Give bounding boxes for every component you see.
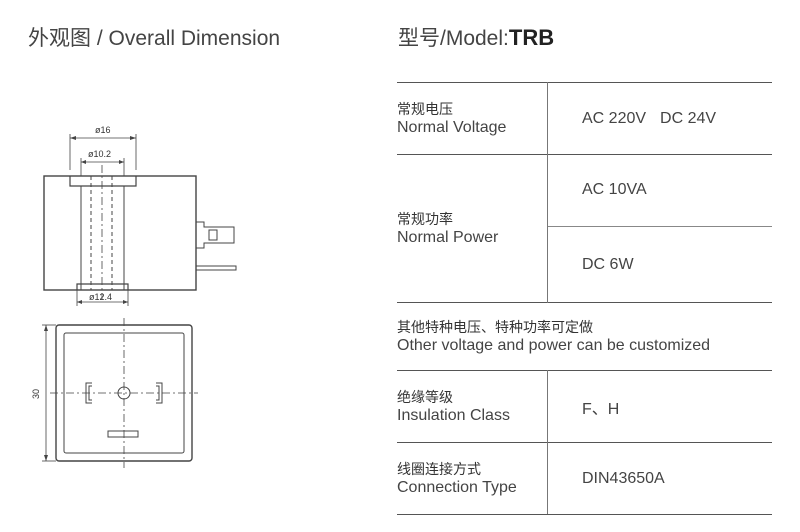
voltage-values: AC 220V DC 24V bbox=[547, 82, 772, 155]
earth-pin bbox=[107, 430, 139, 438]
terminal-tab bbox=[196, 221, 235, 249]
center-hole bbox=[117, 386, 131, 400]
custom-note: 其他特种电压、特种功率可定做 Other voltage and power c… bbox=[397, 302, 772, 371]
power-label-en: Normal Power bbox=[397, 228, 499, 246]
voltage-ac: AC 220V bbox=[582, 109, 647, 127]
model-title-prefix: 型号/Model: bbox=[398, 27, 509, 50]
power-ac-value: AC 10VA bbox=[547, 154, 772, 227]
dim-outer-diameter: ø16 bbox=[95, 125, 111, 135]
model-name: TRB bbox=[508, 25, 555, 50]
custom-note-cn: 其他特种电压、特种功率可定做 bbox=[397, 318, 593, 335]
spec-row-power-dc: DC 6W bbox=[397, 226, 772, 303]
dimension-drawing: ø16 ø10.2 ø12.4 30 bbox=[31, 125, 237, 468]
dim-bottom-diameter: ø12.4 bbox=[89, 292, 112, 302]
spec-row-voltage: 常规电压 Normal Voltage AC 220V DC 24V bbox=[397, 82, 772, 155]
connection-label-en: Connection Type bbox=[397, 478, 517, 496]
wire-lead bbox=[196, 265, 237, 271]
dim-inner-diameter: ø10.2 bbox=[88, 149, 111, 159]
insulation-label: 绝缘等级 Insulation Class bbox=[397, 370, 548, 443]
insulation-label-cn: 绝缘等级 bbox=[397, 388, 453, 405]
spec-table: 常规电压 Normal Voltage AC 220V DC 24V 常规功率 N… bbox=[397, 82, 772, 515]
spec-row-insulation: 绝缘等级 Insulation Class F、H bbox=[397, 370, 772, 443]
coil-side-body bbox=[43, 175, 197, 291]
spec-row-custom: 其他特种电压、特种功率可定做 Other voltage and power c… bbox=[397, 302, 772, 371]
connection-label-cn: 线圈连接方式 bbox=[397, 460, 481, 477]
right-pin bbox=[156, 382, 163, 404]
connection-label: 线圈连接方式 Connection Type bbox=[397, 442, 548, 515]
left-pin bbox=[85, 382, 92, 404]
dim-height: 30 bbox=[31, 389, 41, 399]
power-dc-value: DC 6W bbox=[547, 226, 772, 303]
insulation-value: F、H bbox=[547, 370, 772, 443]
overall-dimension-title: 外观图 / Overall Dimension bbox=[28, 27, 281, 50]
connection-value: DIN43650A bbox=[547, 442, 772, 515]
custom-note-en: Other voltage and power can be customize… bbox=[397, 336, 711, 354]
spec-row-connection: 线圈连接方式 Connection Type DIN43650A bbox=[397, 442, 772, 515]
spec-row-power-ac: 常规功率 Normal Power AC 10VA bbox=[397, 154, 772, 303]
voltage-label-cn: 常规电压 bbox=[397, 100, 453, 117]
voltage-label-en: Normal Voltage bbox=[397, 118, 507, 136]
voltage-label: 常规电压 Normal Voltage bbox=[397, 82, 548, 155]
insulation-label-en: Insulation Class bbox=[397, 406, 510, 424]
voltage-dc: DC 24V bbox=[660, 109, 717, 127]
model-title: 型号/Model:TRB bbox=[398, 22, 554, 52]
power-label: 常规功率 Normal Power bbox=[397, 154, 548, 303]
power-label-cn: 常规功率 bbox=[397, 210, 453, 227]
